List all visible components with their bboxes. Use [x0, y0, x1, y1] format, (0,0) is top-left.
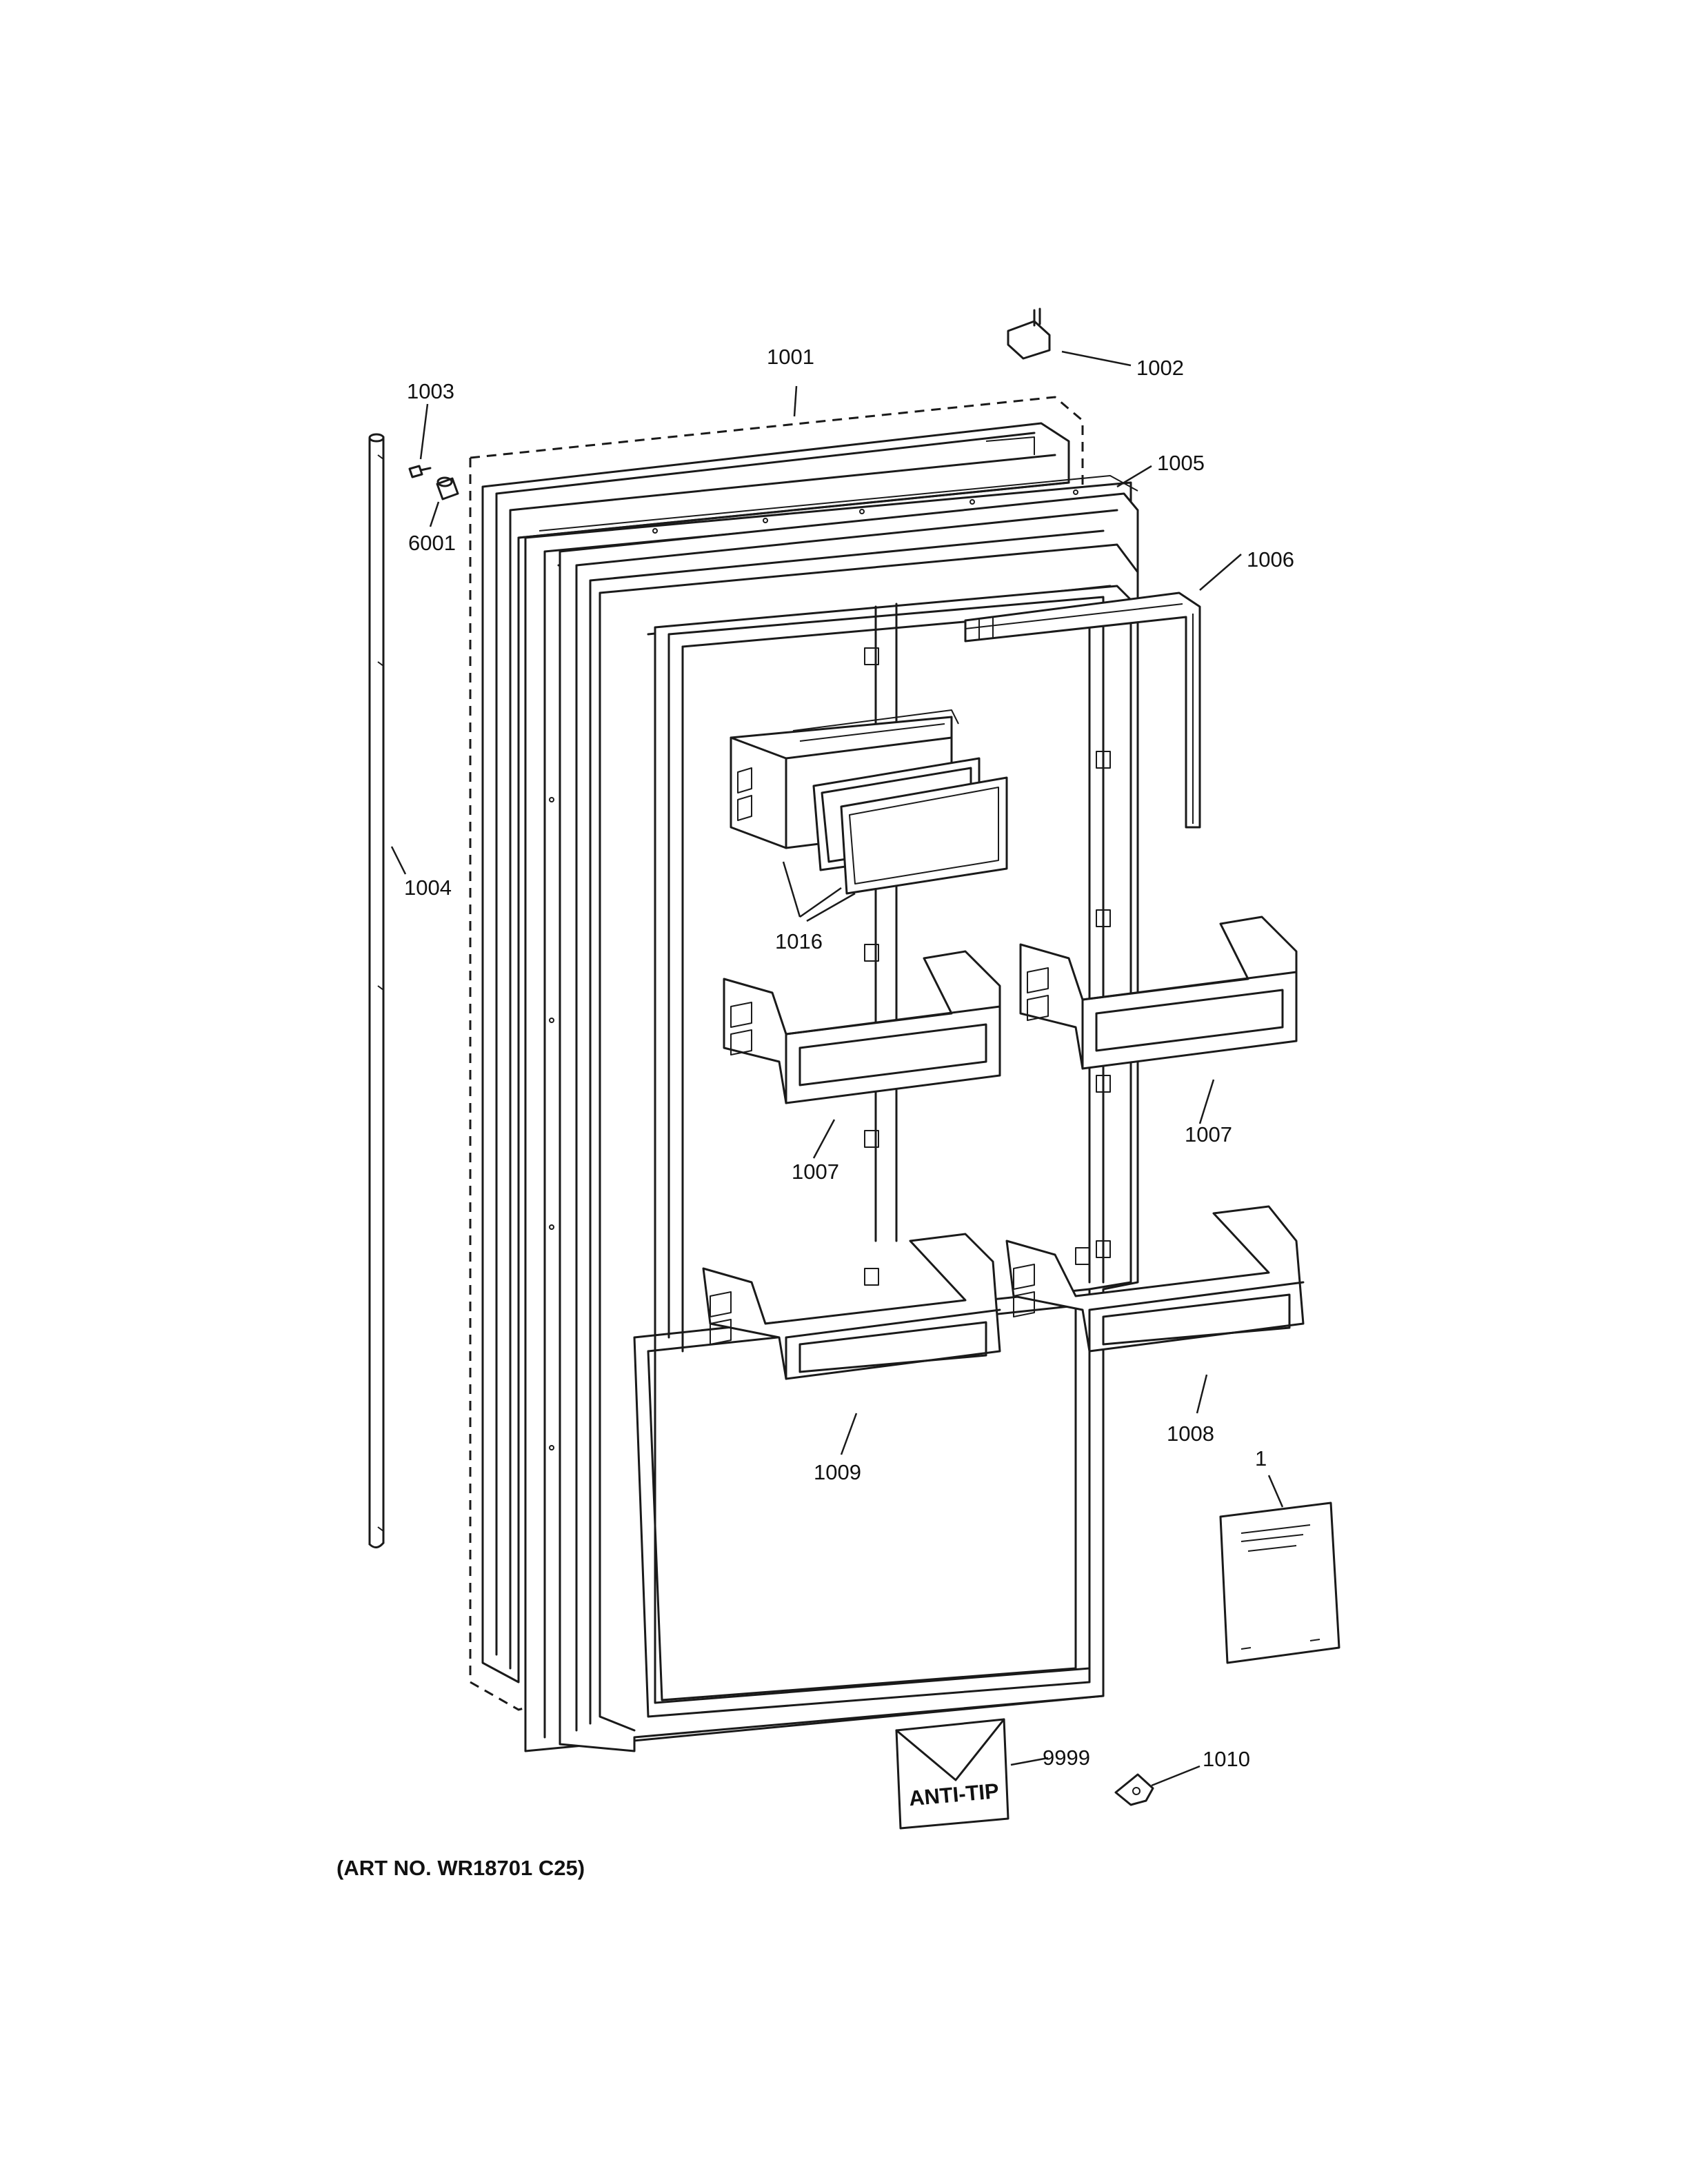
label-1016: 1016 — [775, 929, 823, 953]
label-1007-right: 1007 — [1185, 1122, 1232, 1146]
owners-manual-booklet — [1219, 1502, 1340, 1664]
door-hinge-top — [1007, 307, 1051, 360]
label-9999: 9999 — [1043, 1746, 1090, 1770]
door-handle-rod — [368, 433, 385, 1548]
anti-tip-envelope: ANTI-TIP — [895, 1718, 1009, 1830]
label-1002: 1002 — [1136, 356, 1184, 380]
label-1008: 1008 — [1167, 1422, 1214, 1446]
screw-part — [408, 465, 432, 478]
callout-leaders — [390, 350, 1284, 1787]
anti-tip-bracket — [1114, 1773, 1154, 1806]
label-1: 1 — [1255, 1446, 1267, 1470]
label-1001: 1001 — [767, 345, 814, 369]
upper-bin-assembly — [730, 709, 1008, 895]
label-1010: 1010 — [1203, 1747, 1250, 1771]
outer-door-panel — [481, 422, 1070, 1684]
door-gasket-strip — [964, 592, 1201, 829]
spacer-part — [436, 476, 459, 501]
label-1003: 1003 — [407, 379, 454, 403]
lower-bin-right — [1005, 1205, 1305, 1353]
label-1007-left: 1007 — [792, 1160, 839, 1184]
lower-bin-left — [702, 1233, 1001, 1380]
label-1009: 1009 — [814, 1460, 861, 1484]
door-shelf-bin-left — [723, 950, 1001, 1104]
art-number: (ART NO. WR18701 C25) — [336, 1856, 585, 1880]
label-1004: 1004 — [404, 876, 452, 900]
label-1005: 1005 — [1157, 451, 1205, 475]
door-shelf-bin-right — [1019, 916, 1298, 1070]
label-6001: 6001 — [408, 531, 456, 555]
label-1006: 1006 — [1247, 547, 1294, 572]
